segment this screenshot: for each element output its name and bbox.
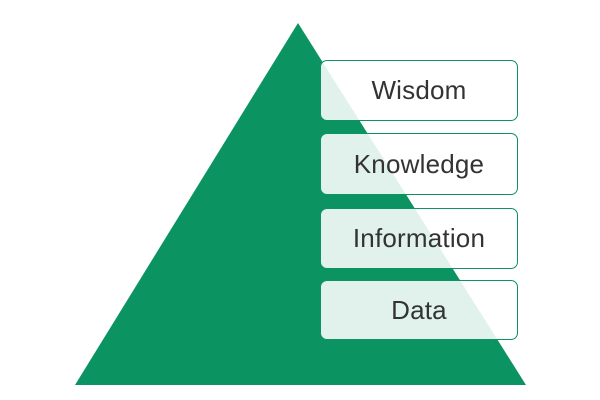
tier-label-wisdom: Wisdom <box>371 75 467 105</box>
tier-knowledge: Knowledge <box>320 133 518 195</box>
tier-label-data: Data <box>391 294 447 325</box>
tier-label-information: Information <box>352 223 486 253</box>
tier-data: Data <box>320 280 518 340</box>
tier-information: Information <box>320 208 518 269</box>
tier-wisdom: Wisdom <box>320 60 518 121</box>
tier-label-knowledge: Knowledge <box>353 148 485 179</box>
